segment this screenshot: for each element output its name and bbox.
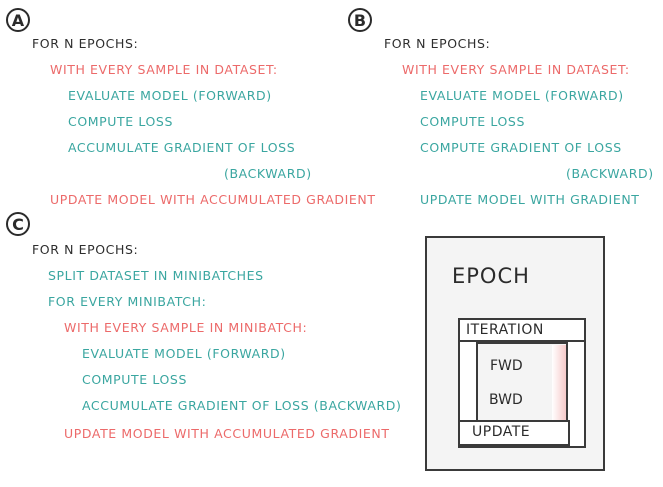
gradient-strip bbox=[552, 345, 566, 421]
panel-b-badge: B bbox=[348, 8, 372, 32]
panel-b-gradient: COMPUTE GRADIENT OF LOSS bbox=[420, 140, 622, 155]
panel-c-loop-minibatch: FOR EVERY MINIBATCH: bbox=[48, 294, 207, 309]
update-bar bbox=[458, 420, 570, 446]
panel-c-update: UPDATE MODEL WITH ACCUMULATED GRADIENT bbox=[64, 426, 390, 441]
panel-c-loss: COMPUTE LOSS bbox=[82, 372, 187, 387]
panel-a-loop-epochs: FOR N EPOCHS: bbox=[32, 36, 139, 51]
panel-b-loop-epochs: FOR N EPOCHS: bbox=[384, 36, 491, 51]
panel-b-update: UPDATE MODEL WITH GRADIENT bbox=[420, 192, 640, 207]
panel-a-gradient: ACCUMULATE GRADIENT OF LOSS bbox=[68, 140, 296, 155]
panel-a-loss: COMPUTE LOSS bbox=[68, 114, 173, 129]
fwd-label: FWD bbox=[490, 358, 523, 374]
iteration-label: ITERATION bbox=[466, 322, 544, 338]
panel-a-badge: A bbox=[6, 8, 30, 32]
panel-c-loop-samples: WITH EVERY SAMPLE IN MINIBATCH: bbox=[64, 320, 308, 335]
panel-b-loss: COMPUTE LOSS bbox=[420, 114, 525, 129]
panel-c-badge: C bbox=[6, 212, 30, 236]
panel-a-backward: (BACKWARD) bbox=[224, 166, 312, 181]
panel-c-loop-epochs: FOR N EPOCHS: bbox=[32, 242, 139, 257]
panel-a-update: UPDATE MODEL WITH ACCUMULATED GRADIENT bbox=[50, 192, 376, 207]
panel-c-gradient: ACCUMULATE GRADIENT OF LOSS (BACKWARD) bbox=[82, 398, 402, 413]
iteration-bar bbox=[458, 318, 586, 342]
panel-c-forward: EVALUATE MODEL (FORWARD) bbox=[82, 346, 286, 361]
update-label: UPDATE bbox=[472, 424, 531, 440]
panel-b-loop-samples: WITH EVERY SAMPLE IN DATASET: bbox=[402, 62, 630, 77]
panel-c-split: SPLIT DATASET IN MINIBATCHES bbox=[48, 268, 264, 283]
panel-b-forward: EVALUATE MODEL (FORWARD) bbox=[420, 88, 624, 103]
panel-a-forward: EVALUATE MODEL (FORWARD) bbox=[68, 88, 272, 103]
panel-b-backward: (BACKWARD) bbox=[566, 166, 654, 181]
epoch-label: EPOCH bbox=[452, 264, 530, 288]
bwd-label: BWD bbox=[489, 392, 523, 408]
panel-a-loop-samples: WITH EVERY SAMPLE IN DATASET: bbox=[50, 62, 278, 77]
